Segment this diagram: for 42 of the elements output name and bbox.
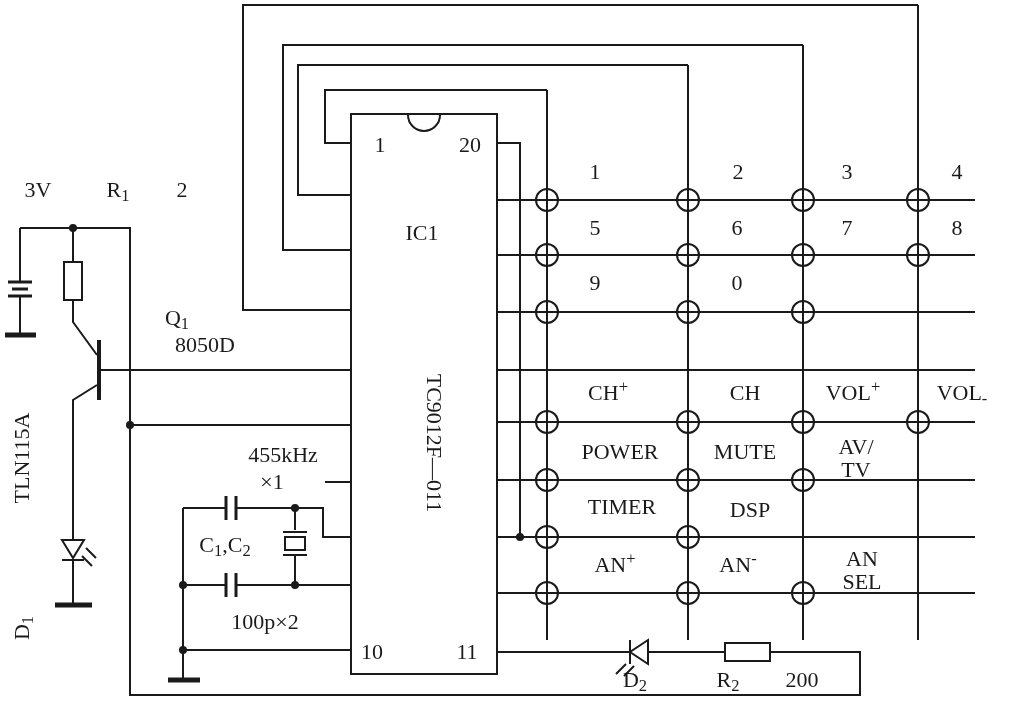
key-label: DSP <box>729 498 771 522</box>
key-label: VOL$^{+}$ <box>825 381 881 405</box>
chip-label: IC1 <box>405 222 439 244</box>
key-label: 7 <box>841 216 853 240</box>
component-label: D$_{2}$ <box>622 668 648 692</box>
key-label: 9 <box>589 271 601 295</box>
key-label: VOL$_{-}$ <box>936 381 988 405</box>
component-label: 455kHz <box>248 443 318 467</box>
key-label: AN$^{+}$ <box>594 553 636 577</box>
component-label: 100p×2 <box>231 610 299 634</box>
key-label: 4 <box>951 160 963 184</box>
key-label: AV/ TV <box>837 434 875 482</box>
key-label: MUTE <box>713 440 777 464</box>
key-label: AN SEL <box>841 546 883 594</box>
key-label: AN$^{-}$ <box>719 553 757 577</box>
key-label: 3 <box>841 160 853 184</box>
ic-chip-body <box>350 113 498 675</box>
pin-number: 11 <box>456 641 478 663</box>
pin-number: 1 <box>374 134 386 156</box>
component-label: 3V <box>24 178 52 202</box>
key-label: TIMER <box>587 495 657 519</box>
key-label: 5 <box>589 216 601 240</box>
component-label: 8050D <box>175 333 235 357</box>
component-label: ×1 <box>260 470 284 494</box>
pin-number: 10 <box>361 641 383 663</box>
key-label: POWER <box>581 440 659 464</box>
key-label: 0 <box>731 271 743 295</box>
component-label: Q$_{1}$ <box>164 306 190 330</box>
pin-number: 20 <box>459 134 481 156</box>
key-label: 2 <box>732 160 744 184</box>
chip-part-number: TC9012F—011 <box>423 373 445 513</box>
component-label: 2 <box>176 178 188 202</box>
key-label: CH$^{+}$ <box>588 381 628 405</box>
key-label: 1 <box>589 160 601 184</box>
key-label: CH <box>729 381 761 405</box>
component-label: R$_{1}$ <box>106 178 130 202</box>
key-label: 6 <box>731 216 743 240</box>
component-label: 200 <box>785 668 819 692</box>
component-label: TLN115A <box>10 412 34 504</box>
component-label: R$_{2}$ <box>716 668 740 692</box>
component-label: C$_{1}$,C$_{2}$ <box>199 533 251 557</box>
key-label: 8 <box>951 216 963 240</box>
